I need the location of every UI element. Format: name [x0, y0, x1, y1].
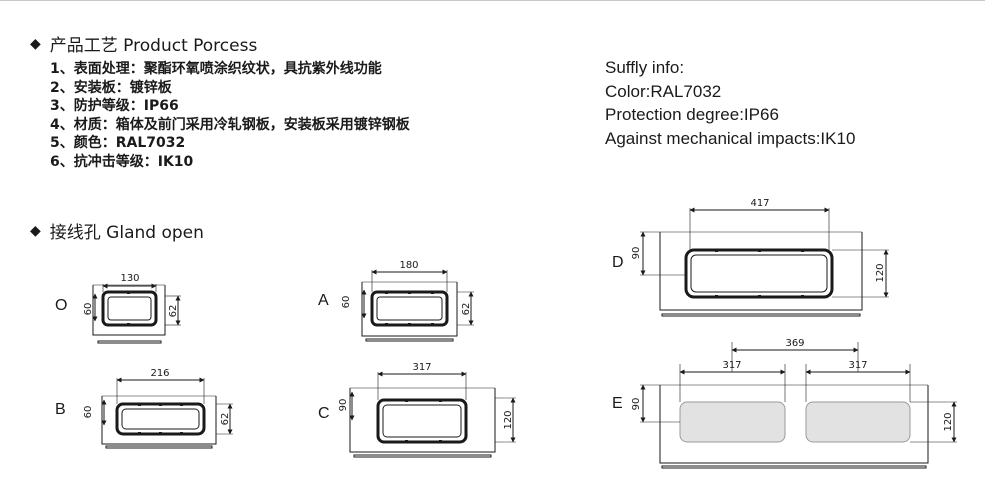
- dim-b-height: 60: [83, 406, 94, 419]
- info-line: Against mechanical impacts:IK10: [605, 128, 856, 148]
- process-item: 3、防护等级：IP66: [50, 98, 179, 115]
- gland-type-label-b: B: [55, 401, 66, 418]
- dim-c-width: 317: [412, 362, 431, 373]
- process-heading: ◆ 产品工艺 Product Porcess: [30, 31, 258, 57]
- process-item: 1、表面处理：聚酯环氧喷涂织纹状，具抗紫外线功能: [50, 61, 382, 77]
- dim-e-height2: 120: [943, 412, 954, 431]
- gland-type-label-d: D: [612, 254, 624, 271]
- diamond-bullet-icon: ◆: [30, 35, 41, 52]
- info-line: Suffly info:: [605, 58, 685, 77]
- gland-drawing-a: [361, 269, 474, 342]
- gland-drawing-c: [349, 371, 516, 458]
- process-item: 6、抗冲击等级：IK10: [50, 153, 194, 170]
- gland-type-label-c: C: [318, 405, 330, 422]
- dim-e-height: 90: [631, 398, 642, 411]
- info-line: Protection degree:IP66: [605, 105, 779, 124]
- dim-e-width: 317: [722, 360, 741, 371]
- dim-b-width: 216: [150, 368, 169, 379]
- dim-o-height2: 62: [168, 305, 179, 318]
- dim-b-height2: 62: [220, 413, 231, 426]
- gland-heading-text: 接线孔 Gland open: [49, 223, 204, 243]
- gland-type-label-a: A: [318, 292, 329, 309]
- dim-e-width2: 317: [848, 360, 867, 371]
- dim-a-height2: 62: [461, 303, 472, 316]
- dim-a-height: 60: [341, 296, 352, 309]
- gasket-clip-marks: [127, 249, 804, 443]
- gland-type-label-o: O: [55, 297, 68, 314]
- gland-drawing-d: [640, 207, 889, 317]
- dim-o-height: 60: [83, 303, 94, 316]
- top-rule: [0, 0, 985, 4]
- dim-a-width: 180: [399, 260, 418, 271]
- dim-c-height: 90: [338, 399, 349, 412]
- process-heading-text: 产品工艺 Product Porcess: [49, 36, 258, 56]
- process-item: 5、颜色：RAL7032: [50, 135, 186, 152]
- dim-e-span: 369: [785, 338, 804, 349]
- process-list: 1、表面处理：聚酯环氧喷涂织纹状，具抗紫外线功能 2、安装板：镀锌板 3、防护等…: [50, 60, 410, 172]
- process-item: 4、材质：箱体及前门采用冷轧钢板，安装板采用镀锌钢板: [50, 116, 410, 133]
- dim-d-height2: 120: [875, 263, 886, 282]
- dim-d-height: 90: [631, 247, 642, 260]
- info-line: Color:RAL7032: [605, 81, 722, 101]
- gland-drawing-e: [640, 342, 957, 469]
- gland-heading: ◆ 接线孔 Gland open: [30, 218, 204, 244]
- dim-d-width: 417: [750, 198, 769, 209]
- dim-c-height2: 120: [503, 410, 514, 429]
- gland-type-label-e: E: [612, 395, 623, 412]
- process-item: 2、安装板：镀锌板: [50, 79, 172, 96]
- dim-o-width: 130: [120, 273, 139, 284]
- diamond-bullet-icon: ◆: [30, 222, 41, 239]
- supply-info: Suffly info: Color:RAL7032 Protection de…: [605, 56, 855, 150]
- gland-drawing-b: [101, 377, 233, 449]
